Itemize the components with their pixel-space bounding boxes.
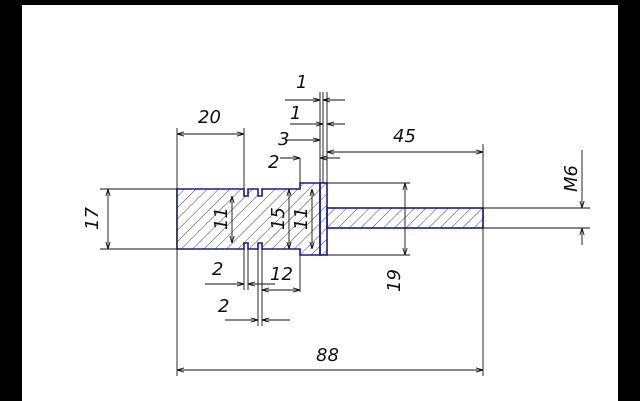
- dim-3: 3: [278, 129, 289, 150]
- dim-15: 15: [268, 207, 289, 230]
- dimension-labels: 1 1 3 2 20 45 M6 17 11 15 11 19 2 12 2 8…: [82, 72, 582, 366]
- dimension-lines: [100, 92, 590, 376]
- dim-m6: M6: [561, 165, 582, 192]
- dim-12: 12: [270, 264, 293, 285]
- dim-1-second: 1: [290, 103, 301, 124]
- dim-17: 17: [82, 207, 103, 230]
- dim-2-lowest: 2: [218, 296, 229, 317]
- dim-11-left: 11: [211, 207, 232, 230]
- dim-20: 20: [198, 107, 221, 128]
- dim-1-top: 1: [296, 72, 307, 93]
- dim-88: 88: [316, 345, 339, 366]
- dim-45: 45: [393, 126, 416, 147]
- flange-section: [319, 182, 328, 256]
- dim-19: 19: [384, 269, 405, 292]
- dim-11-right: 11: [291, 207, 312, 230]
- dim-2-top: 2: [268, 152, 279, 173]
- dim-2-bottom: 2: [212, 259, 223, 280]
